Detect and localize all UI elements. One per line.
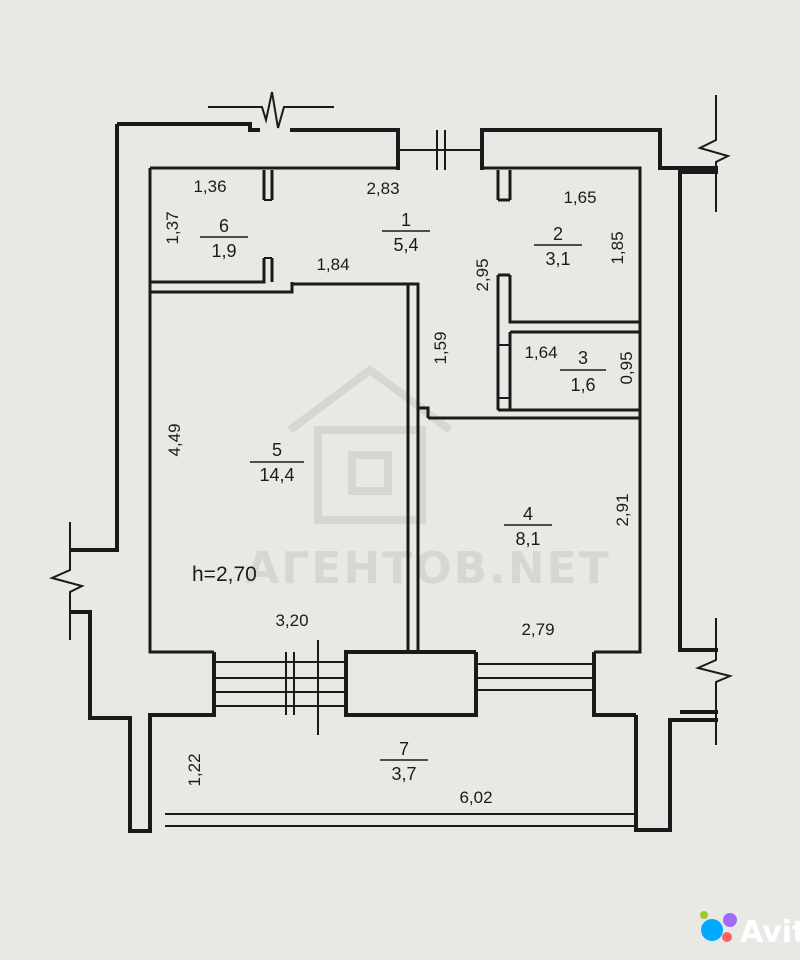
balcony-rail bbox=[165, 813, 636, 827]
partition-room6 bbox=[150, 170, 274, 284]
room-3-label: 3 1,6 bbox=[570, 348, 595, 395]
svg-text:14,4: 14,4 bbox=[259, 465, 294, 485]
room-2-label: 2 3,1 bbox=[545, 224, 570, 269]
room-4-label: 4 8,1 bbox=[515, 504, 540, 549]
dim-1-64: 1,64 bbox=[524, 343, 557, 362]
svg-text:1,6: 1,6 bbox=[570, 375, 595, 395]
top-window bbox=[398, 130, 482, 170]
room-7-label: 7 3,7 bbox=[391, 739, 416, 784]
outer-wall bbox=[70, 122, 718, 833]
watermark-text: АГЕНТОВ.NET bbox=[245, 543, 611, 594]
svg-text:5,4: 5,4 bbox=[393, 235, 418, 255]
dim-1-22: 1,22 bbox=[185, 753, 204, 786]
svg-text:3: 3 bbox=[578, 348, 588, 368]
svg-text:5: 5 bbox=[272, 440, 282, 460]
dim-1-59: 1,59 bbox=[431, 331, 450, 364]
bottom-window-right bbox=[476, 663, 594, 691]
svg-text:2: 2 bbox=[553, 224, 563, 244]
break-mark-left bbox=[49, 522, 85, 640]
dim-2-95: 2,95 bbox=[473, 258, 492, 291]
break-mark-top bbox=[208, 91, 334, 129]
room-5-label: 5 14,4 bbox=[259, 440, 294, 485]
watermark: АГЕНТОВ.NET bbox=[245, 365, 611, 594]
room-6-label: 6 1,9 bbox=[211, 216, 236, 261]
house-icon bbox=[287, 365, 453, 524]
logo-text: Avito bbox=[740, 915, 800, 950]
svg-text:3,1: 3,1 bbox=[545, 249, 570, 269]
balcony-wall bbox=[148, 715, 638, 831]
dim-1-36: 1,36 bbox=[193, 177, 226, 196]
dim-1-37: 1,37 bbox=[163, 211, 182, 244]
dim-1-84: 1,84 bbox=[316, 255, 349, 274]
dim-2-91: 2,91 bbox=[613, 493, 632, 526]
dim-2-83: 2,83 bbox=[366, 179, 399, 198]
partition-room3-4 bbox=[416, 408, 640, 652]
ceiling-height-label: h=2,70 bbox=[192, 563, 257, 586]
bottom-window-left bbox=[214, 640, 346, 735]
dim-2-79: 2,79 bbox=[521, 620, 554, 639]
logo-dot-large bbox=[701, 919, 723, 941]
dim-0-95: 0,95 bbox=[617, 351, 636, 384]
dim-4-49: 4,49 bbox=[165, 423, 184, 456]
dim-6-02: 6,02 bbox=[459, 788, 492, 807]
avito-logo: Avito bbox=[700, 911, 800, 950]
break-mark-right-lower bbox=[694, 618, 734, 745]
logo-dot-medium bbox=[723, 913, 737, 927]
logo-dot-small bbox=[722, 932, 732, 942]
break-mark-right bbox=[697, 95, 731, 212]
svg-text:8,1: 8,1 bbox=[515, 529, 540, 549]
svg-text:1: 1 bbox=[401, 210, 411, 230]
logo-dot-tiny bbox=[700, 911, 708, 919]
svg-text:1,9: 1,9 bbox=[211, 241, 236, 261]
dim-1-85: 1,85 bbox=[608, 231, 627, 264]
dim-1-65: 1,65 bbox=[563, 188, 596, 207]
dimension-labels: 1,36 1,37 2,83 1,65 1,85 1,84 2,95 1,59 … bbox=[163, 177, 636, 807]
svg-text:4: 4 bbox=[523, 504, 533, 524]
svg-text:3,7: 3,7 bbox=[391, 764, 416, 784]
partition-room2 bbox=[496, 170, 640, 410]
svg-text:7: 7 bbox=[399, 739, 409, 759]
door-marks bbox=[264, 199, 510, 409]
svg-text:6: 6 bbox=[219, 216, 229, 236]
dim-3-20: 3,20 bbox=[275, 611, 308, 630]
room-1-label: 1 5,4 bbox=[393, 210, 418, 255]
